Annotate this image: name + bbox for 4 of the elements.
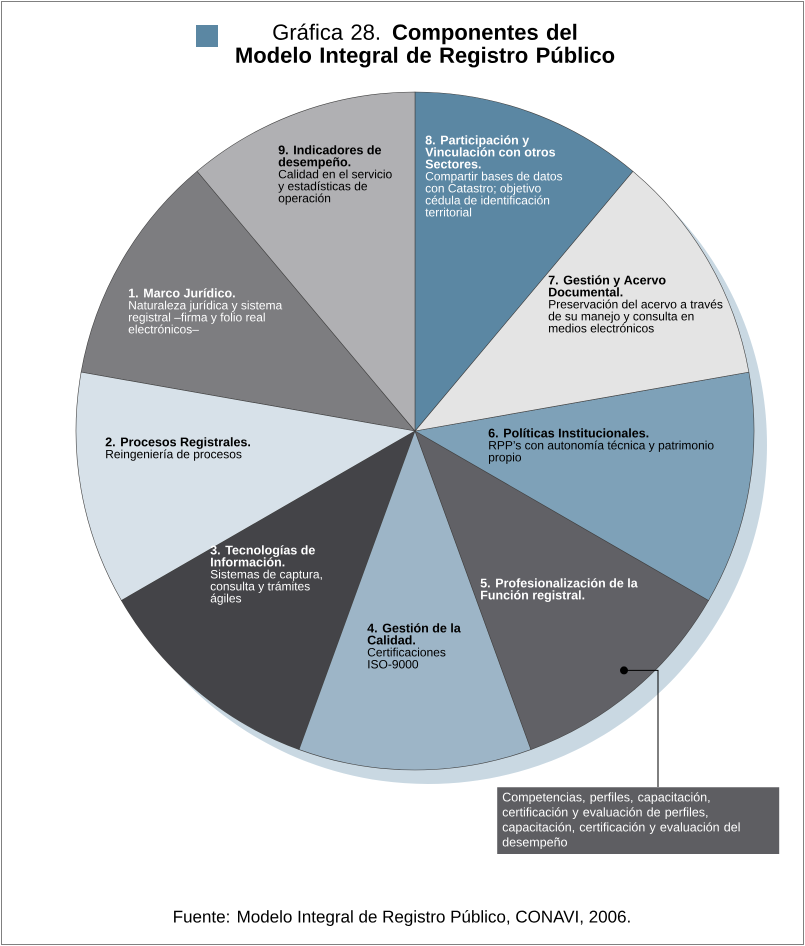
leader-line	[620, 666, 658, 788]
callout-box: Competencias, perfiles, capacitación, certificación y evaluación de perfiles, capacitación, certificación y evaluación del desempeño	[497, 787, 780, 854]
title: Gráfica 28. Componentes del Modelo Integral de Registro Público	[236, 24, 614, 68]
caption: Fuente: Modelo Integral de Registro Público, CONAVI, 2006.	[174, 910, 630, 926]
